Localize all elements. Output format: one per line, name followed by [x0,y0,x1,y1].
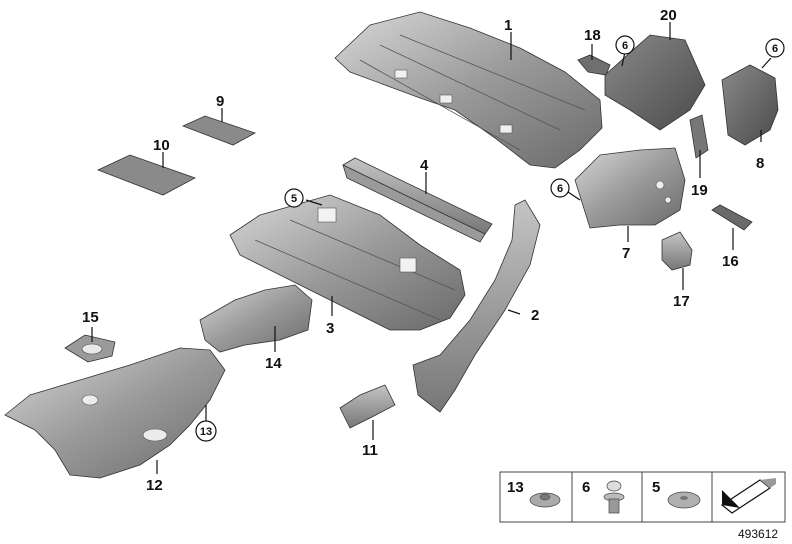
label-20: 20 [660,7,677,24]
part-10-shape [96,154,196,196]
svg-text:6: 6 [772,43,778,55]
label-3: 3 [326,320,334,337]
leader-lines [91,22,772,474]
part-16-shape [711,204,753,231]
label-10: 10 [153,137,170,154]
callout-5: 5 [284,188,304,208]
svg-text:6: 6 [557,183,563,195]
label-19: 19 [691,182,708,199]
part-19-shape [689,114,709,159]
part-18-shape [577,54,611,76]
label-12: 12 [146,477,163,494]
svg-text:5: 5 [291,193,297,205]
legend-label-6: 6 [582,479,590,496]
part-2-shape [412,199,541,413]
label-1: 1 [504,17,512,34]
label-11: 11 [362,442,378,459]
part-3-shape [229,194,466,331]
label-9: 9 [216,93,224,110]
legend-label-5: 5 [652,479,660,496]
label-4: 4 [420,157,429,174]
label-14: 14 [265,355,282,372]
label-17: 17 [673,293,690,310]
part-labels: 1 9 10 4 18 20 8 19 7 16 17 2 3 14 15 12… [82,7,764,494]
label-7: 7 [622,245,630,262]
legend-clip-6 [603,480,625,514]
label-8: 8 [756,155,764,172]
label-2: 2 [531,307,539,324]
callout-6-right: 6 [765,38,785,58]
part-14-shape [199,284,313,353]
part-20-shape [604,34,706,131]
label-16: 16 [722,253,739,270]
callout-13: 13 [195,420,217,442]
part-15-shape [64,334,116,363]
diagram-id: 493612 [738,527,778,541]
part-9-shape [181,115,256,146]
part-12-shape [4,347,226,479]
part-1-shape [334,11,603,169]
legend-label-13: 13 [507,479,524,496]
part-11-shape [339,384,396,429]
part-4-shape [342,157,493,243]
callout-6-top: 6 [615,35,635,55]
fastener-legend: 13 6 5 [499,471,786,523]
svg-text:6: 6 [622,40,628,52]
part-7-shape [574,147,686,229]
label-15: 15 [82,309,99,326]
label-18: 18 [584,27,601,44]
callout-6-mid: 6 [550,178,570,198]
view-direction-arrow-icon [720,478,776,514]
part-17-shape [661,231,693,271]
part-8-shape [721,64,779,146]
svg-text:13: 13 [200,426,212,438]
